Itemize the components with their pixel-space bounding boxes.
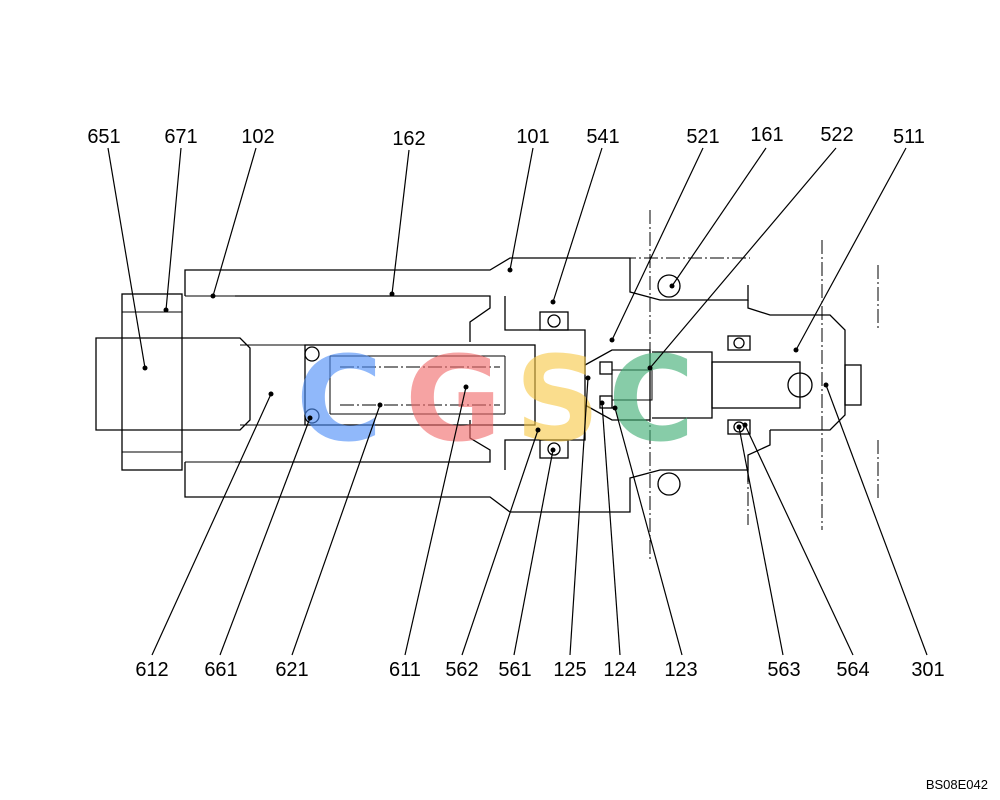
callout-161: 161 (750, 124, 783, 146)
callout-561: 561 (498, 659, 531, 681)
callout-162: 162 (392, 128, 425, 150)
callout-101: 101 (516, 126, 549, 148)
callout-123: 123 (664, 659, 697, 681)
callout-leaders (107, 147, 928, 656)
callout-621: 621 (275, 659, 308, 681)
callout-124: 124 (603, 659, 636, 681)
callout-labels: 651 671 102 162 101 541 521 161 522 511 … (87, 124, 944, 681)
watermark: C G S C (296, 330, 695, 468)
watermark-letter-c1: C (296, 330, 383, 468)
callout-612: 612 (135, 659, 168, 681)
callout-661: 661 (204, 659, 237, 681)
watermark-letter-s: S (515, 330, 600, 468)
callout-301: 301 (911, 659, 944, 681)
callout-102: 102 (241, 126, 274, 148)
watermark-letter-g: G (405, 330, 502, 468)
callout-564: 564 (836, 659, 869, 681)
watermark-letter-c2: C (608, 330, 695, 468)
callout-611: 611 (389, 659, 421, 681)
valve-body-drawing (95, 210, 879, 560)
callout-671: 671 (164, 126, 197, 148)
callout-511: 511 (893, 126, 925, 148)
callout-522: 522 (820, 124, 853, 146)
callout-562: 562 (445, 659, 478, 681)
callout-125: 125 (553, 659, 586, 681)
callout-dots (142, 267, 829, 453)
callout-563: 563 (767, 659, 800, 681)
callout-541: 541 (586, 126, 619, 148)
callout-521: 521 (686, 126, 719, 148)
figure-code: BS08E042 (925, 777, 988, 792)
callout-651: 651 (87, 126, 120, 148)
